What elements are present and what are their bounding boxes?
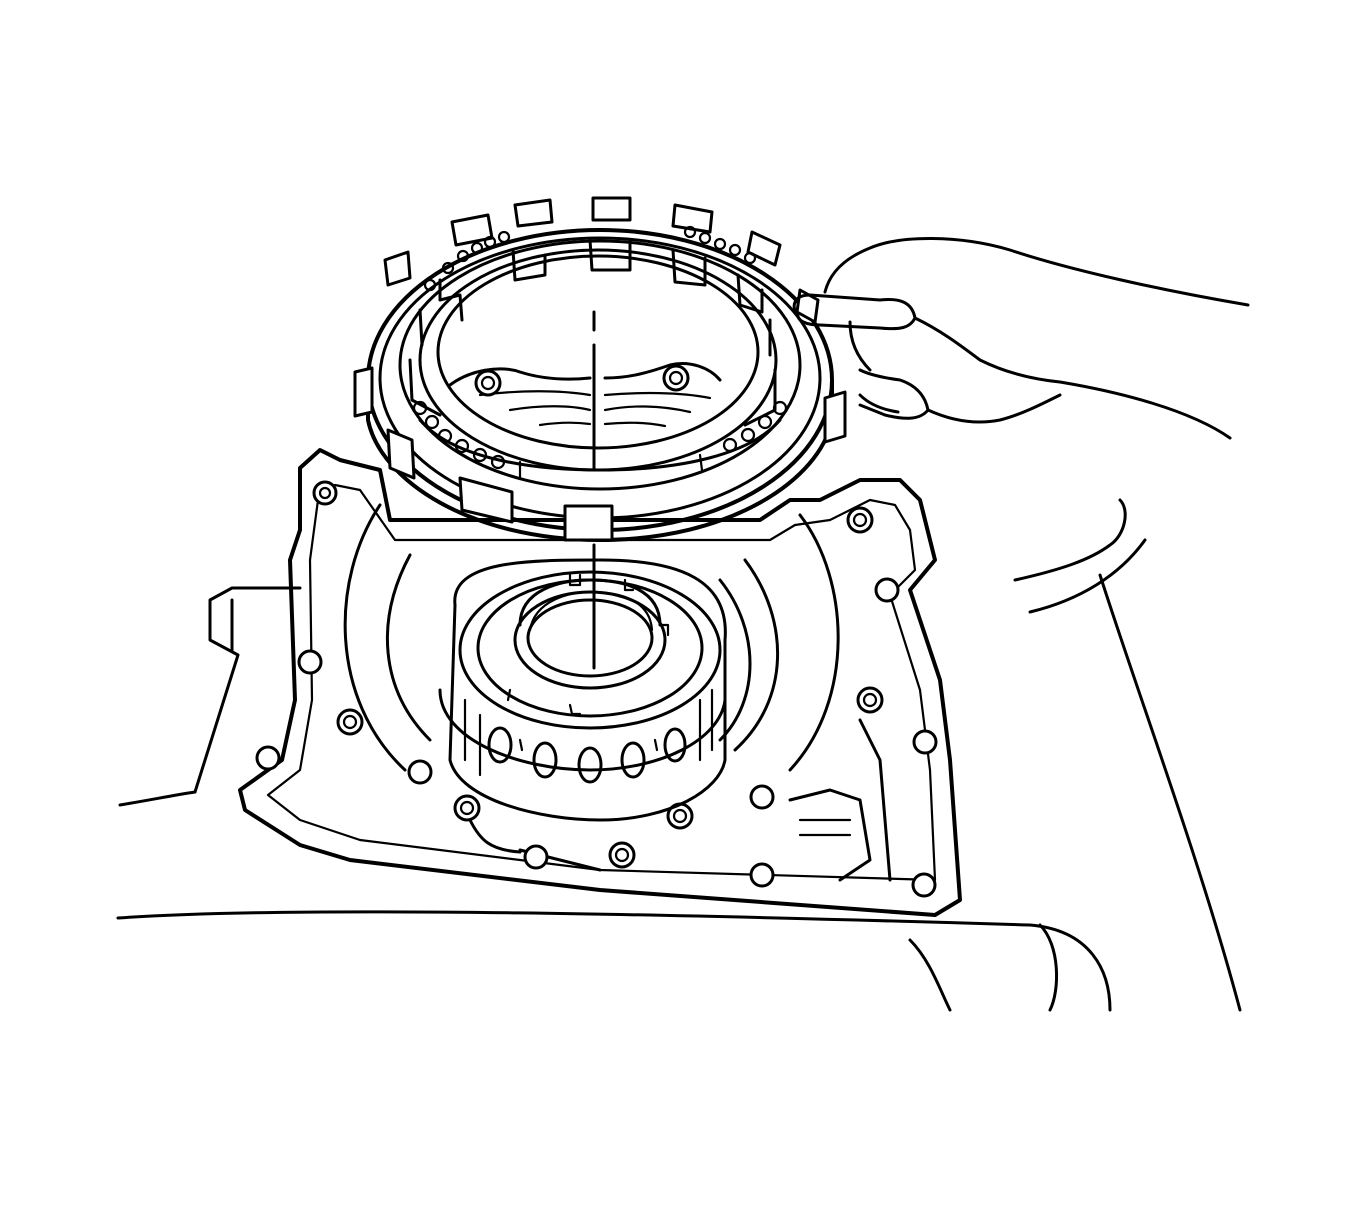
transmission-case [116,448,1242,1012]
clutch-hub-drum [438,558,727,822]
bolt-holes [255,480,938,898]
ring-holes [412,225,788,470]
clutch-plate-assembly [353,196,847,542]
clutch-lugs [353,196,847,542]
technician-hand [792,237,1250,440]
